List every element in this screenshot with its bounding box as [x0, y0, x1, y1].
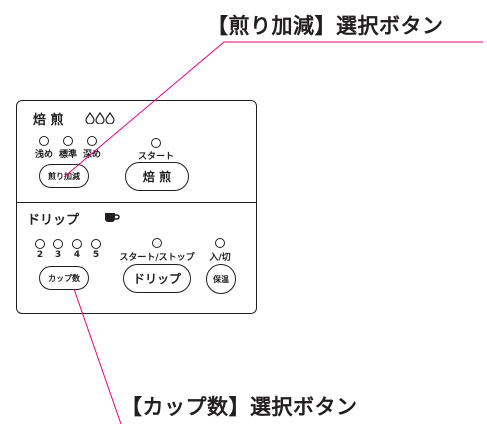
cups-label-3: 3: [54, 250, 62, 260]
led-drip-start: [152, 238, 162, 248]
section-divider: [17, 202, 256, 203]
led-medium-roast: [63, 136, 73, 146]
led-cups-2: [35, 239, 45, 249]
coffee-cup-icon: [105, 213, 120, 222]
cup-count-button[interactable]: カップ数: [39, 266, 89, 290]
roast-select-callout: 【煎り加減】選択ボタン: [207, 14, 444, 38]
led-label-light: 浅め: [34, 150, 54, 160]
led-cups-4: [72, 239, 82, 249]
led-dark-roast: [87, 136, 97, 146]
water-drops-icon: [85, 112, 115, 124]
roast-start-button[interactable]: 焙 煎: [125, 162, 189, 191]
cups-label-5: 5: [92, 250, 100, 260]
drip-start-button[interactable]: ドリップ: [123, 264, 191, 293]
led-light-roast: [39, 136, 49, 146]
drip-start-stop-label: スタート/ストップ: [119, 253, 195, 263]
cups-label-2: 2: [36, 250, 44, 260]
keep-warm-button[interactable]: 保温: [206, 264, 236, 294]
power-label: 入/切: [209, 253, 231, 263]
roast-start-label: スタート: [137, 152, 175, 162]
roast-level-button[interactable]: 煎り加減: [39, 164, 89, 188]
cup-select-callout: 【カップ数】選択ボタン: [121, 395, 358, 419]
led-cups-5: [91, 239, 101, 249]
roast-section-title: 焙 煎: [33, 113, 64, 128]
drip-section-title: ドリップ: [27, 213, 80, 228]
led-power: [215, 238, 225, 248]
control-panel: 焙 煎 浅め 標準 深め スタート 煎り加減 焙 煎 ドリップ 2 3 4 5 …: [16, 100, 257, 314]
led-roast-start: [151, 138, 161, 148]
led-cups-3: [53, 239, 63, 249]
led-label-medium: 標準: [58, 150, 78, 160]
led-label-dark: 深め: [82, 150, 102, 160]
cups-label-4: 4: [73, 250, 81, 260]
